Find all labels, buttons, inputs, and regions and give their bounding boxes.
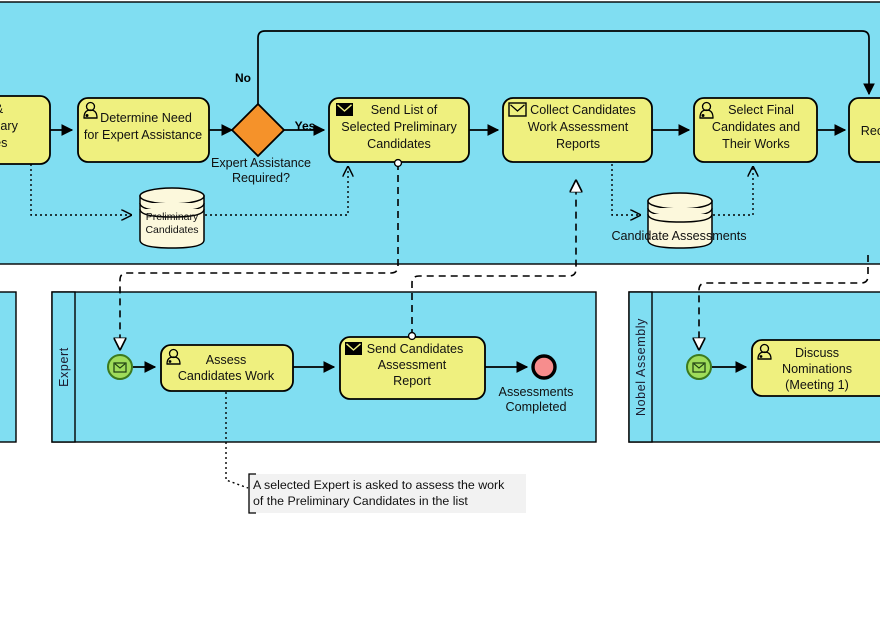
datastore-label-line-2: Candidates [145,224,198,236]
lane-label-nobel-assembly: Nobel Assembly [634,318,648,416]
task-label-line-2: Candidates and [712,120,800,134]
task-determine-need-expert[interactable]: Determine Need for Expert Assistance [77,97,210,163]
end-event-label-line-1: Assessments [499,385,574,399]
envelope-icon [692,362,706,373]
task-label-line-1: Collect Candidates [530,103,636,117]
text-annotation-expert-assessment: A selected Expert is asked to assess the… [225,392,526,514]
task-select-final-candidates[interactable]: Select Final Candidates and Their Works [693,97,818,163]
start-event-message-nobel[interactable] [686,354,712,380]
task-label-line-1: Assess [206,353,247,367]
task-label-line-2: minary [0,119,19,133]
pool-partial-left [0,291,17,443]
task-label-line-2: Assessment [378,358,447,372]
user-task-icon [83,101,98,119]
task-discuss-nominations[interactable]: Discuss Nominations (Meeting 1) [751,339,880,397]
datastore-label-line-1: Candidate Assessments [611,229,746,243]
receive-task-icon [508,102,527,117]
task-label-line-1: Send Candidates [367,342,464,356]
envelope-icon [113,362,127,373]
task-label-line-2: for Expert Assistance [84,128,202,142]
task-send-list-preliminary[interactable]: Send List of Selected Preliminary Candid… [328,97,470,163]
datastore-preliminary-candidates[interactable]: Preliminary Candidates [139,187,205,249]
task-record[interactable]: Rec [848,97,880,163]
task-review-select-preliminary[interactable]: & minary tes [0,95,51,165]
task-label-line-1: Rec [861,124,880,138]
task-label-line-2: Work Assessment [528,120,629,134]
task-send-candidates-assessment-report[interactable]: Send Candidates Assessment Report [339,336,486,400]
task-label-line-3: Report [393,374,431,388]
task-collect-assessment-reports[interactable]: Collect Candidates Work Assessment Repor… [502,97,653,163]
task-label-line-2: Nominations [782,362,852,376]
lane-label-expert: Expert [57,347,71,387]
task-label-line-1: Discuss [795,346,839,360]
end-event-assessments-completed[interactable]: Assessments Completed [499,354,574,414]
task-label-line-2: Candidates Work [178,369,275,383]
task-label-line-1: & [0,102,4,116]
task-label-line-1: Select Final [728,103,794,117]
gateway-label-line-2: Required? [232,171,290,185]
datastore-candidate-assessments[interactable]: Candidate Assessments [611,192,747,249]
end-event-label-line-2: Completed [506,400,567,414]
task-label-line-3: Reports [556,137,600,151]
start-event-message-expert[interactable] [107,354,133,380]
task-label-line-1: Determine Need [100,111,192,125]
task-label-line-3: (Meeting 1) [785,378,849,392]
task-label-line-2: Selected Preliminary [341,120,457,134]
task-label-line-3: tes [0,136,7,150]
send-task-icon [336,103,353,116]
sequence-flows-top-pool [50,30,875,136]
user-task-icon [757,343,772,360]
message-flows [120,163,869,349]
send-task-icon [345,342,362,355]
task-label-line-3: Their Works [722,137,790,151]
sequence-label-yes: Yes [295,119,316,133]
sequence-label-no: No [235,71,251,85]
task-assess-candidates-work[interactable]: Assess Candidates Work [160,344,294,392]
gateway-label-line-1: Expert Assistance [211,156,311,170]
task-label-line-1: Send List of [371,103,438,117]
task-label-line-3: Candidates [367,137,431,151]
annotation-line-2: of the Preliminary Candidates in the lis… [253,494,468,508]
datastore-label-line-1: Preliminary [146,211,199,223]
user-task-icon [699,101,714,119]
annotation-line-1: A selected Expert is asked to assess the… [253,478,505,492]
